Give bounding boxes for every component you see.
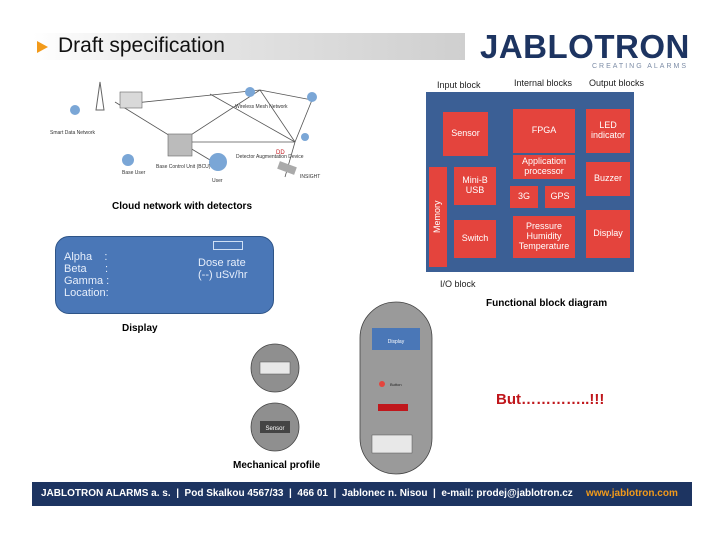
person-icon — [209, 153, 227, 171]
fpga-block: FPGA — [513, 109, 575, 153]
brand-tagline: CREATING ALARMS — [592, 63, 688, 70]
detector-device-icon — [277, 161, 297, 175]
top-view-window — [259, 361, 291, 375]
gps-block: GPS — [545, 186, 575, 208]
device-led-label: Button — [390, 382, 402, 387]
mechanical-caption: Mechanical profile — [233, 460, 321, 471]
network-caption: Cloud network with detectors — [112, 201, 253, 212]
block-diagram: Memory Sensor Mini-B USB Switch FPGA App… — [426, 92, 634, 272]
app-processor-block: Application processor — [513, 155, 575, 179]
bullet-arrow-icon — [37, 41, 48, 53]
device-button — [378, 404, 408, 411]
brand-logo: JABLOTRON — [480, 28, 690, 65]
user-icon — [307, 92, 317, 102]
slide-title: Draft specification — [58, 34, 225, 57]
sensor-block: Sensor — [443, 112, 488, 156]
display-labels: Alpha : Beta : Gamma : Location: — [64, 251, 110, 299]
user-icon — [70, 105, 80, 115]
display-panel: Alpha : Beta : Gamma : Location: Dose ra… — [55, 236, 274, 314]
block-diagram-caption: Functional block diagram — [486, 298, 608, 309]
sensor-window — [260, 421, 290, 433]
header-internal-blocks: Internal blocks — [514, 78, 573, 88]
device-port — [371, 434, 413, 454]
label-detector: Detector Augmentation Device — [236, 154, 304, 160]
switch-block: Switch — [454, 220, 496, 258]
label-ds: INSIGHT — [300, 174, 320, 180]
footer-website-link[interactable]: www.jablotron.com — [586, 488, 678, 499]
footer-bar — [32, 482, 692, 506]
led-dot-icon — [379, 381, 385, 387]
dose-rate-readout: Dose rate (--) uSv/hr — [198, 257, 248, 281]
label-wireless-mesh: Wireless Mesh Network — [235, 104, 288, 110]
label-bcu: Base Control Unit (BCU) — [156, 164, 211, 170]
header-output-blocks: Output blocks — [589, 78, 645, 88]
battery-icon — [213, 241, 243, 250]
label-user: User — [212, 178, 223, 184]
memory-block: Memory — [429, 167, 447, 267]
io-block-label: I/O block — [440, 279, 476, 289]
footer-contact: JABLOTRON ALARMS a. s. | Pod Skalkou 456… — [41, 488, 573, 499]
sensor-label: Sensor — [265, 426, 284, 432]
display-block: Display — [586, 210, 630, 258]
label-smart-network: Smart Data Network — [50, 130, 96, 136]
but-note: But…………..!!! — [496, 391, 605, 408]
title-bar — [33, 33, 465, 60]
mechanical-drawing: Display Button Sensor — [250, 301, 433, 475]
device-display-window — [372, 328, 420, 350]
usb-block: Mini-B USB — [454, 167, 496, 205]
header-input-block: Input block — [437, 80, 481, 90]
tower-icon — [95, 81, 105, 111]
led-indicator-block: LED indicator — [586, 109, 630, 153]
base-user-icon — [122, 154, 134, 166]
display-caption: Display — [122, 323, 158, 334]
label-dd: DD — [276, 150, 285, 156]
buzzer-block: Buzzer — [586, 162, 630, 196]
server-icon — [119, 91, 143, 109]
label-base-user: Base User — [122, 170, 146, 176]
device-display-label: Display — [388, 339, 405, 345]
pressure-humidity-temp-block: Pressure Humidity Temperature — [513, 216, 575, 258]
bcu-icon — [167, 133, 193, 157]
user-icon — [301, 133, 309, 141]
3g-block: 3G — [510, 186, 538, 208]
user-icon — [245, 87, 255, 97]
network-diagram: Smart Data Network Wireless Mesh Network… — [50, 81, 320, 184]
